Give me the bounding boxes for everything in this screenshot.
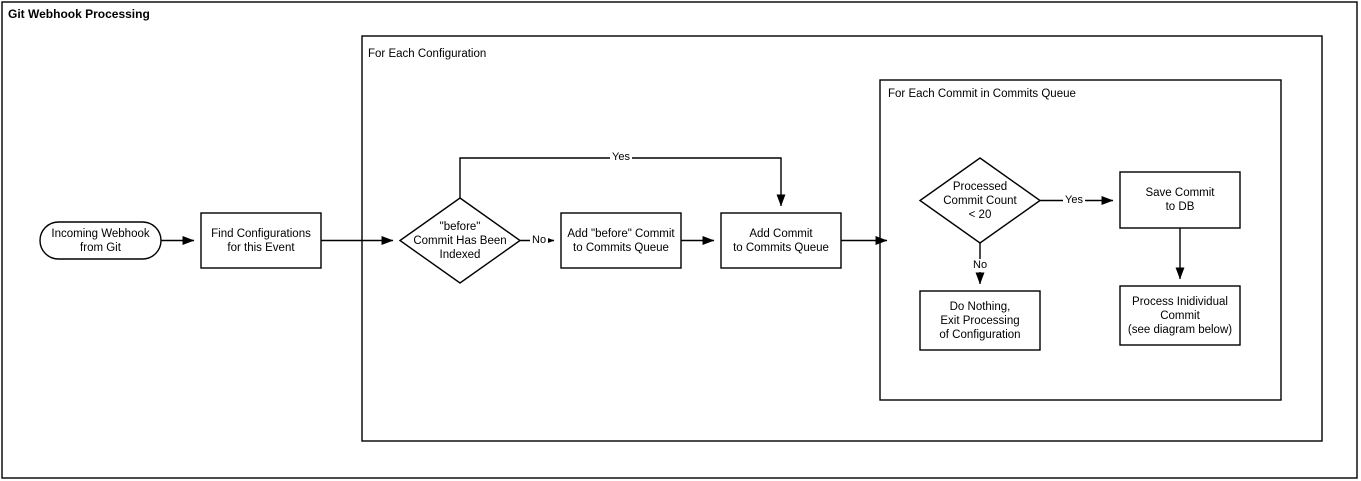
node-processed-commit-count[interactable] — [918, 157, 1042, 244]
edge-decision-yes-to-add-commit — [459, 157, 786, 207]
edge-label-yes-commit-count: Yes — [1063, 194, 1085, 207]
node-add-before-commit[interactable] — [560, 212, 682, 269]
edge-label-no-commit-count: No — [971, 259, 990, 272]
frame-title-for-each-commit: For Each Commit in Commits Queue — [888, 88, 1076, 100]
frame-for-each-configuration — [361, 35, 1323, 442]
diagram-title: Git Webhook Processing — [8, 7, 150, 21]
edge-label-yes-before-indexed: Yes — [610, 151, 632, 164]
node-incoming-webhook[interactable] — [39, 221, 162, 260]
node-add-commit[interactable] — [720, 212, 842, 269]
node-process-individual-commit[interactable] — [1119, 285, 1241, 346]
node-find-configurations[interactable] — [200, 212, 322, 269]
node-save-commit-to-db[interactable] — [1119, 171, 1241, 229]
node-do-nothing-exit[interactable] — [919, 290, 1041, 351]
edge-label-no-before-indexed: No — [530, 234, 549, 247]
node-before-commit-indexed[interactable] — [398, 197, 522, 284]
frame-title-for-each-configuration: For Each Configuration — [368, 48, 487, 60]
frame-for-each-commit — [879, 79, 1282, 401]
